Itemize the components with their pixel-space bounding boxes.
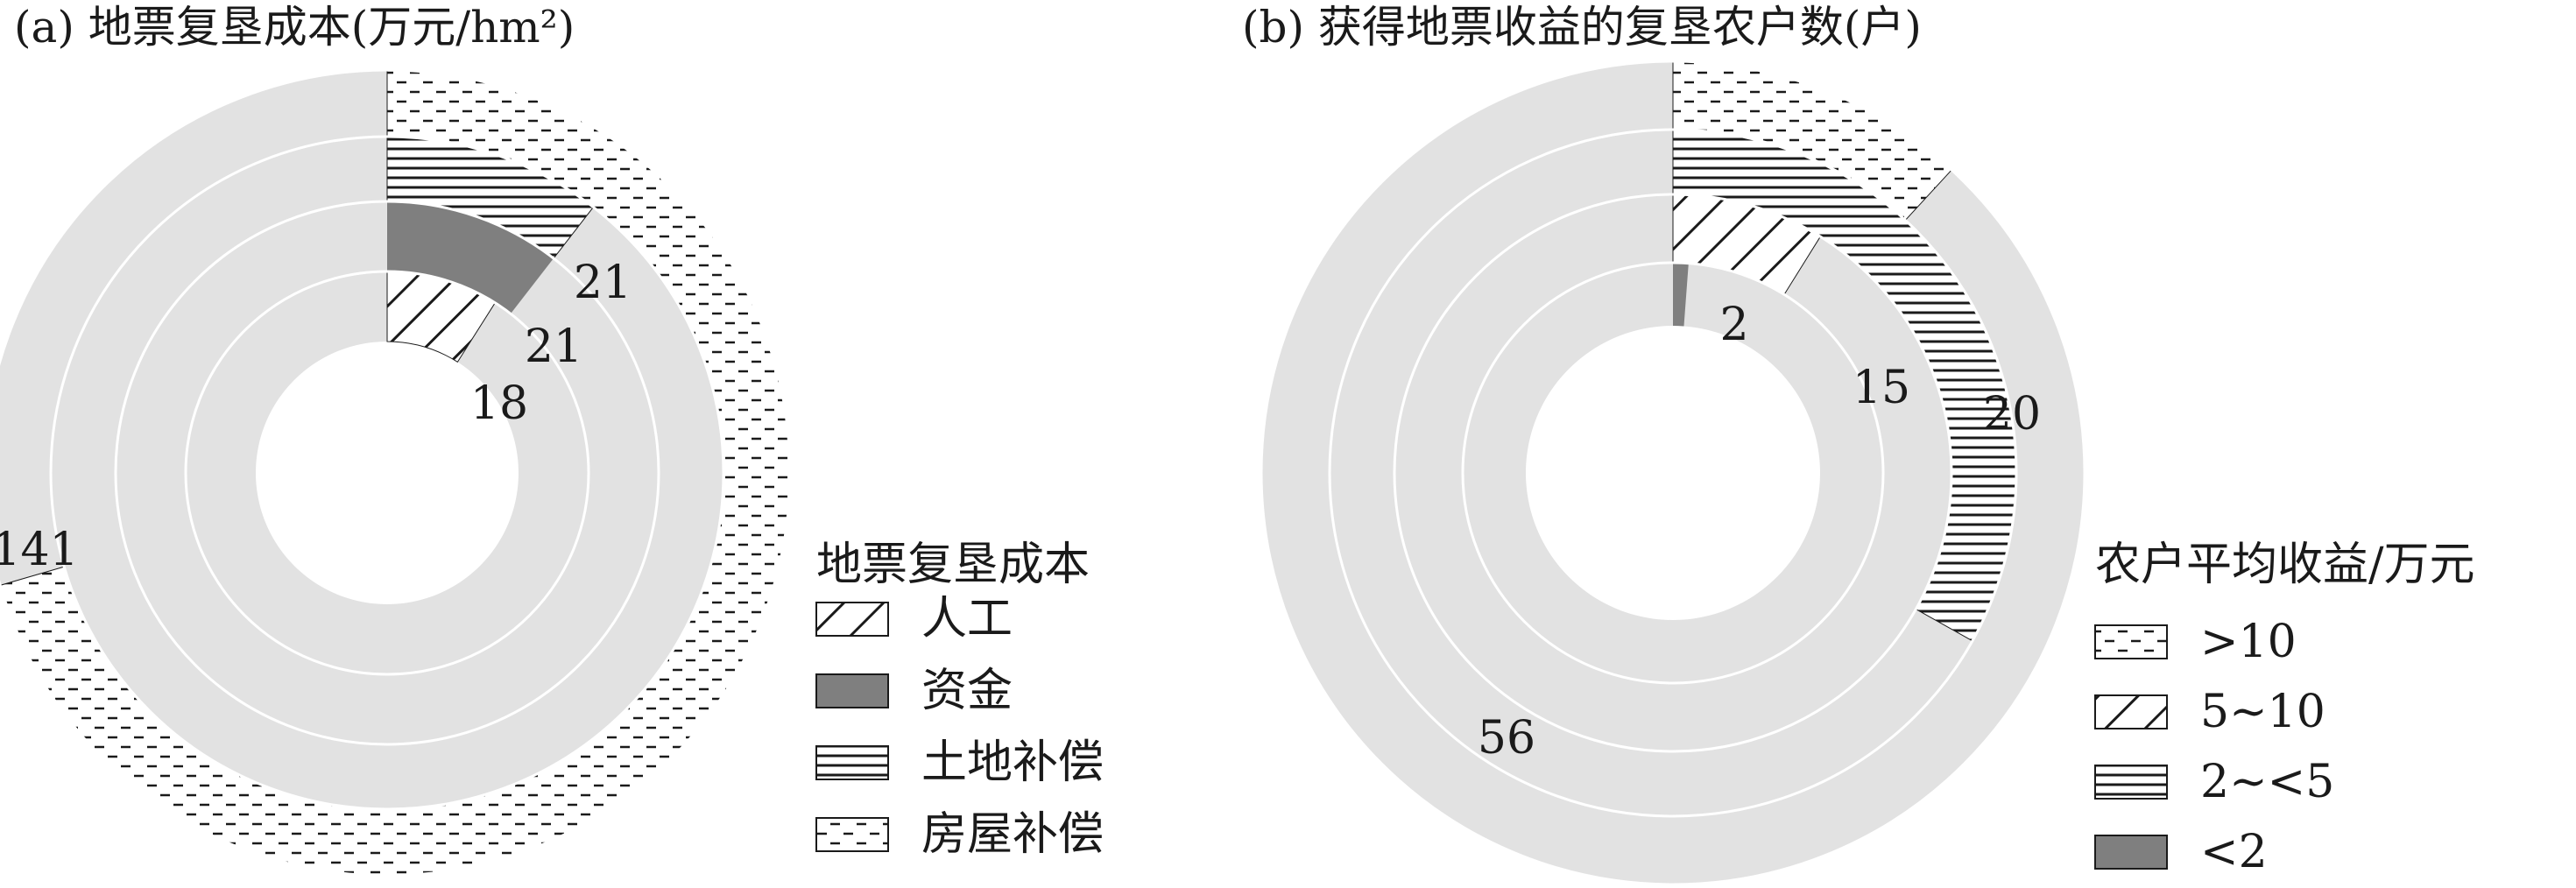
bar-2 [1673,263,1689,327]
ring-separator [114,200,660,746]
ring-separator [1328,128,2018,818]
legend-swatch-2 [2094,835,2168,870]
value-label-2-5: 56 [1478,712,1535,765]
value-label-资金: 21 [525,321,582,373]
legend-label-人工: 人工 [921,593,1013,645]
chart-a-title: (a) 地票复垦成本(万元/hm²) [14,2,575,53]
legend-swatch-资金 [815,673,889,708]
legend-label-房屋补偿: 房屋补偿 [921,808,1104,861]
ring-separator [1260,60,2086,886]
legend-label-资金: 资金 [921,665,1013,717]
chart-panel-b: (b) 获得地票收益的复垦农户数(户) 2 15 56 20 农户平均收益/万元 >1… [1242,2,2475,886]
legend-label-10: >10 [2200,616,2297,668]
value-label-土地补偿: 21 [574,257,632,309]
bar-资金 [387,201,554,314]
chart-b-title: (b) 获得地票收益的复垦农户数(户) [1242,2,1922,53]
value-label-10: 20 [1983,388,2041,440]
legend-label-2-5: 2~<5 [2200,756,2334,808]
legend-swatch-10 [2094,624,2168,659]
legend-swatch-人工 [815,602,889,637]
value-label-人工: 18 [470,377,528,430]
legend-label-5-10: 5~10 [2200,686,2325,738]
ring-separator [184,270,590,676]
chart-b-rings [1260,60,2086,886]
ring-separator [1393,193,1953,753]
ring-separator [49,135,725,811]
value-label-房屋补偿: 141 [0,524,79,576]
ring-separator [1461,261,1885,685]
legend-swatch-房屋补偿 [815,817,889,852]
chart-b-legend-title: 农户平均收益/万元 [2095,539,2475,591]
track-ring-1 [185,271,589,674]
ring-separator [0,68,792,877]
legend-swatch-土地补偿 [815,745,889,780]
value-label-5-10: 15 [1853,362,1910,414]
chart-b-legend: 农户平均收益/万元 >10 5~10 2~<5 <2 [2094,539,2475,878]
chart-b-value-labels: 2 15 56 20 [1478,299,2041,765]
legend-swatch-2-5 [2094,765,2168,800]
legend-swatch-5-10 [2094,694,2168,729]
legend-label-2: <2 [2200,826,2268,878]
chart-a-rings [0,68,792,877]
chart-a-legend-title: 地票复垦成本 [816,539,1090,591]
track-ring-1 [1462,263,1883,683]
legend-label-土地补偿: 土地补偿 [921,736,1104,789]
value-label-2: 2 [1719,299,1748,351]
